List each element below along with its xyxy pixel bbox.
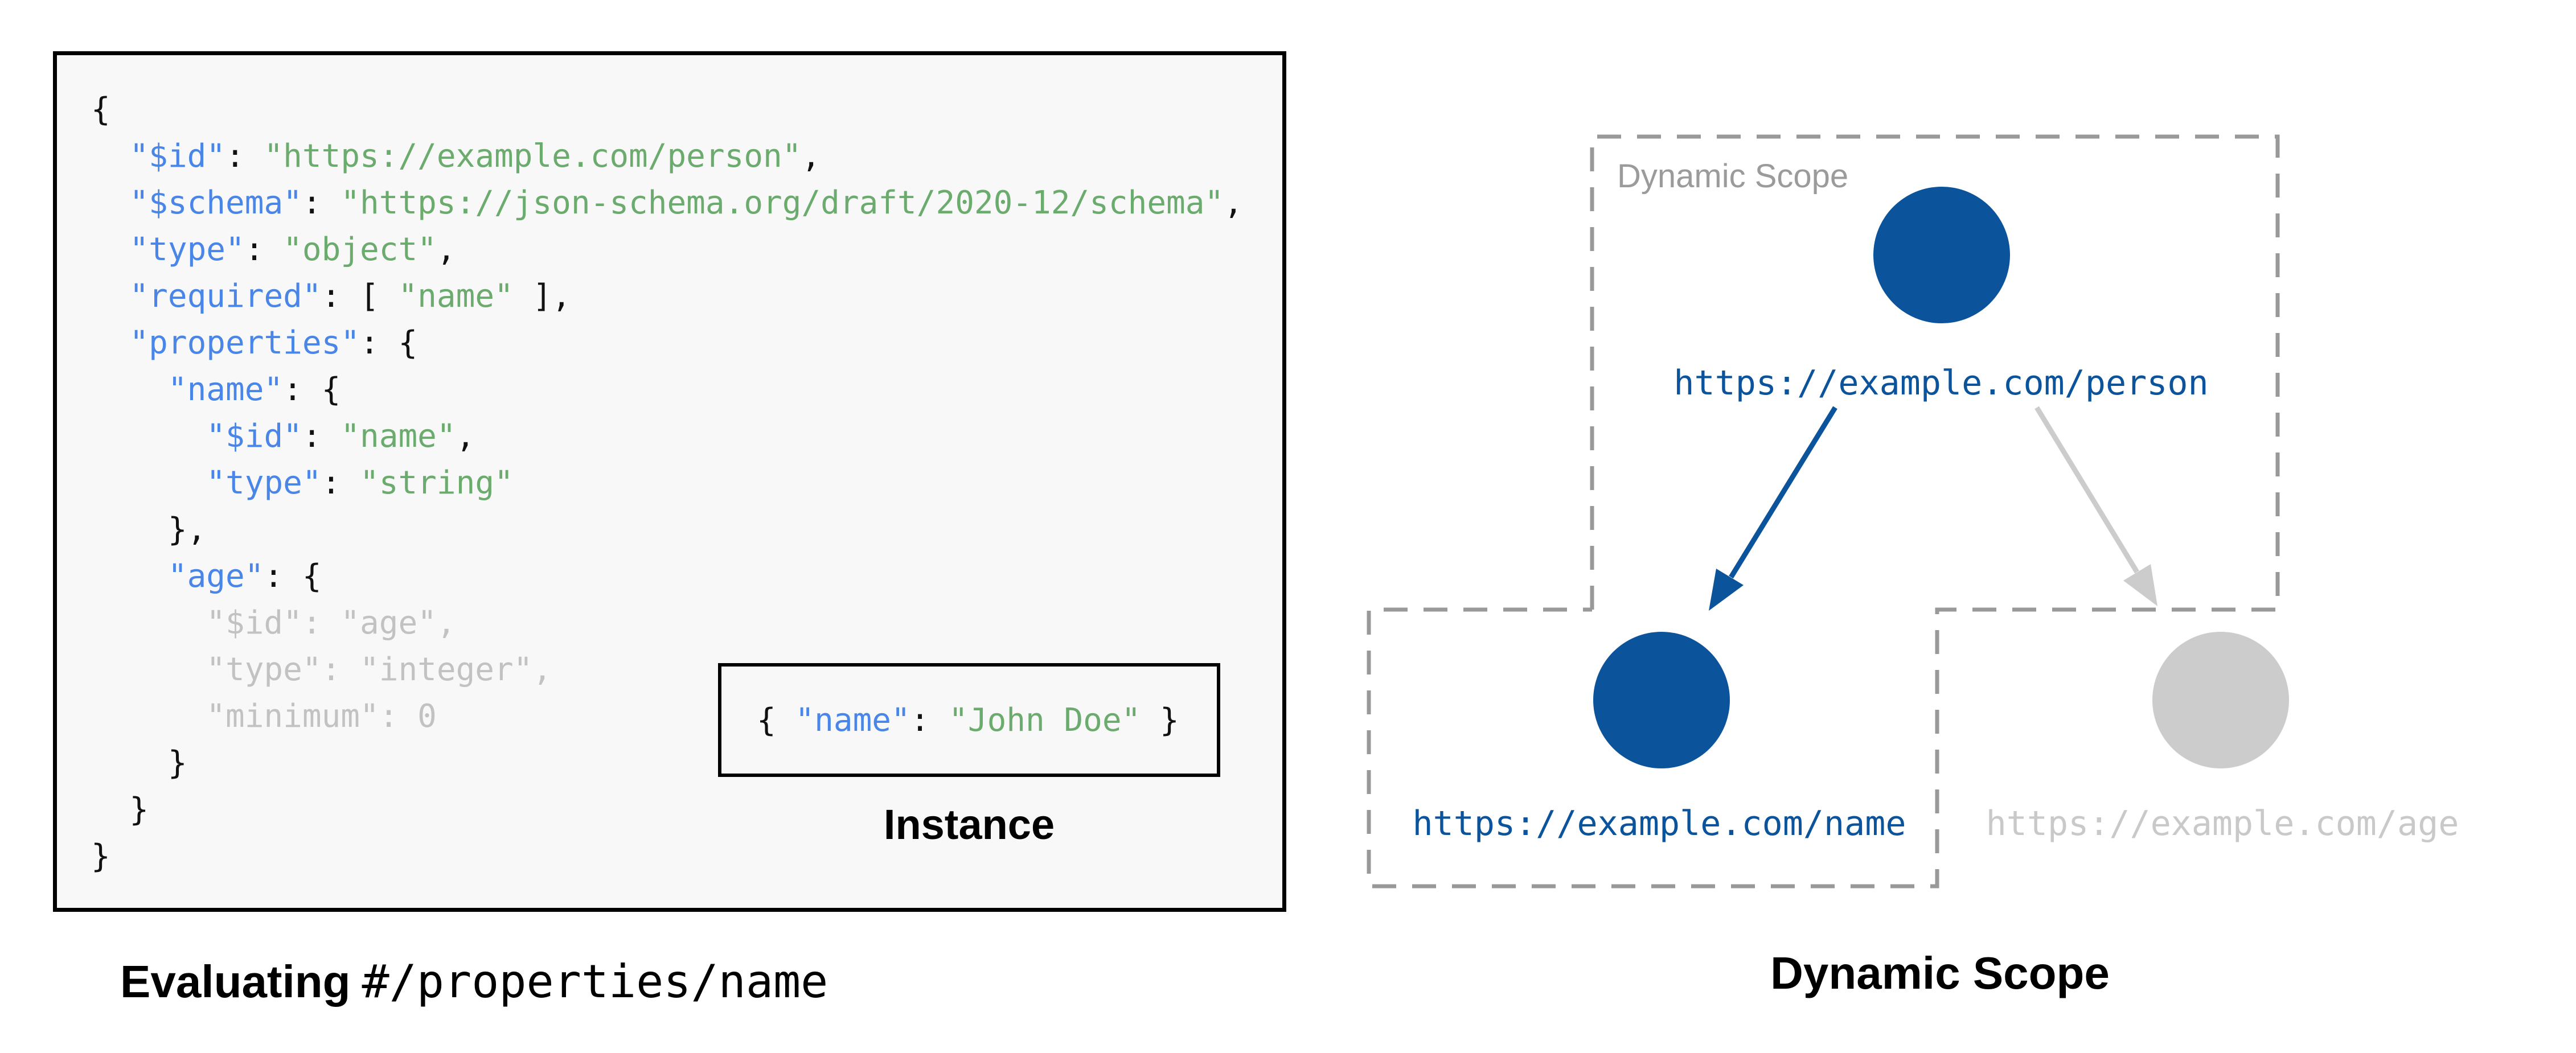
instance-box: { "name": "John Doe" }	[718, 663, 1220, 777]
code-line: "$schema": "https://json-schema.org/draf…	[129, 184, 1243, 221]
code-line: "type": "integer",	[91, 651, 552, 688]
dynamic-scope-inline-label: Dynamic Scope	[1617, 158, 1849, 195]
schema-code: { "$id": "https://example.com/person", "…	[91, 87, 1243, 880]
code-line: "name": {	[167, 371, 341, 408]
node-name	[1593, 632, 1730, 768]
instance-json: { "name": "John Doe" }	[757, 702, 1179, 739]
code-line: "$id": "age",	[91, 604, 456, 641]
node-person-url: https://example.com/person	[1673, 363, 2209, 403]
arrow-person-to-name	[1729, 406, 1837, 579]
code-line: "$id": "name",	[206, 418, 475, 455]
dynamic-scope-title: Dynamic Scope	[1770, 948, 2110, 998]
node-name-url: https://example.com/name	[1412, 804, 1906, 844]
node-person	[1873, 187, 2010, 323]
arrowhead-person-to-age	[2123, 564, 2157, 606]
code-line: "minimum": 0	[91, 698, 437, 735]
code-line: { "name": "John Doe" }	[757, 701, 1179, 739]
node-age-url: https://example.com/age	[1986, 804, 2459, 844]
evaluating-caption-pointer: #/properties/name	[362, 955, 828, 1008]
node-age	[2152, 632, 2289, 768]
arrow-person-to-age	[2034, 406, 2139, 574]
code-line: }	[91, 838, 110, 875]
evaluating-caption: Evaluating#/properties/name	[120, 955, 828, 1008]
code-line: "$id": "https://example.com/person",	[129, 138, 821, 175]
code-line: "age": {	[167, 558, 322, 595]
arrowhead-person-to-name	[1709, 569, 1744, 611]
evaluating-caption-word: Evaluating	[120, 956, 351, 1007]
code-line: },	[91, 511, 207, 548]
code-line: {	[91, 91, 110, 128]
code-line: "properties": {	[129, 324, 418, 361]
code-line: }	[91, 744, 187, 781]
instance-label: Instance	[883, 801, 1055, 848]
dynamic-scope-boundary	[1367, 134, 2280, 889]
code-line: }	[91, 791, 149, 828]
code-line: "type": "string"	[206, 464, 514, 501]
code-line: "type": "object",	[129, 231, 456, 268]
code-line: "required": [ "name" ],	[129, 278, 571, 315]
